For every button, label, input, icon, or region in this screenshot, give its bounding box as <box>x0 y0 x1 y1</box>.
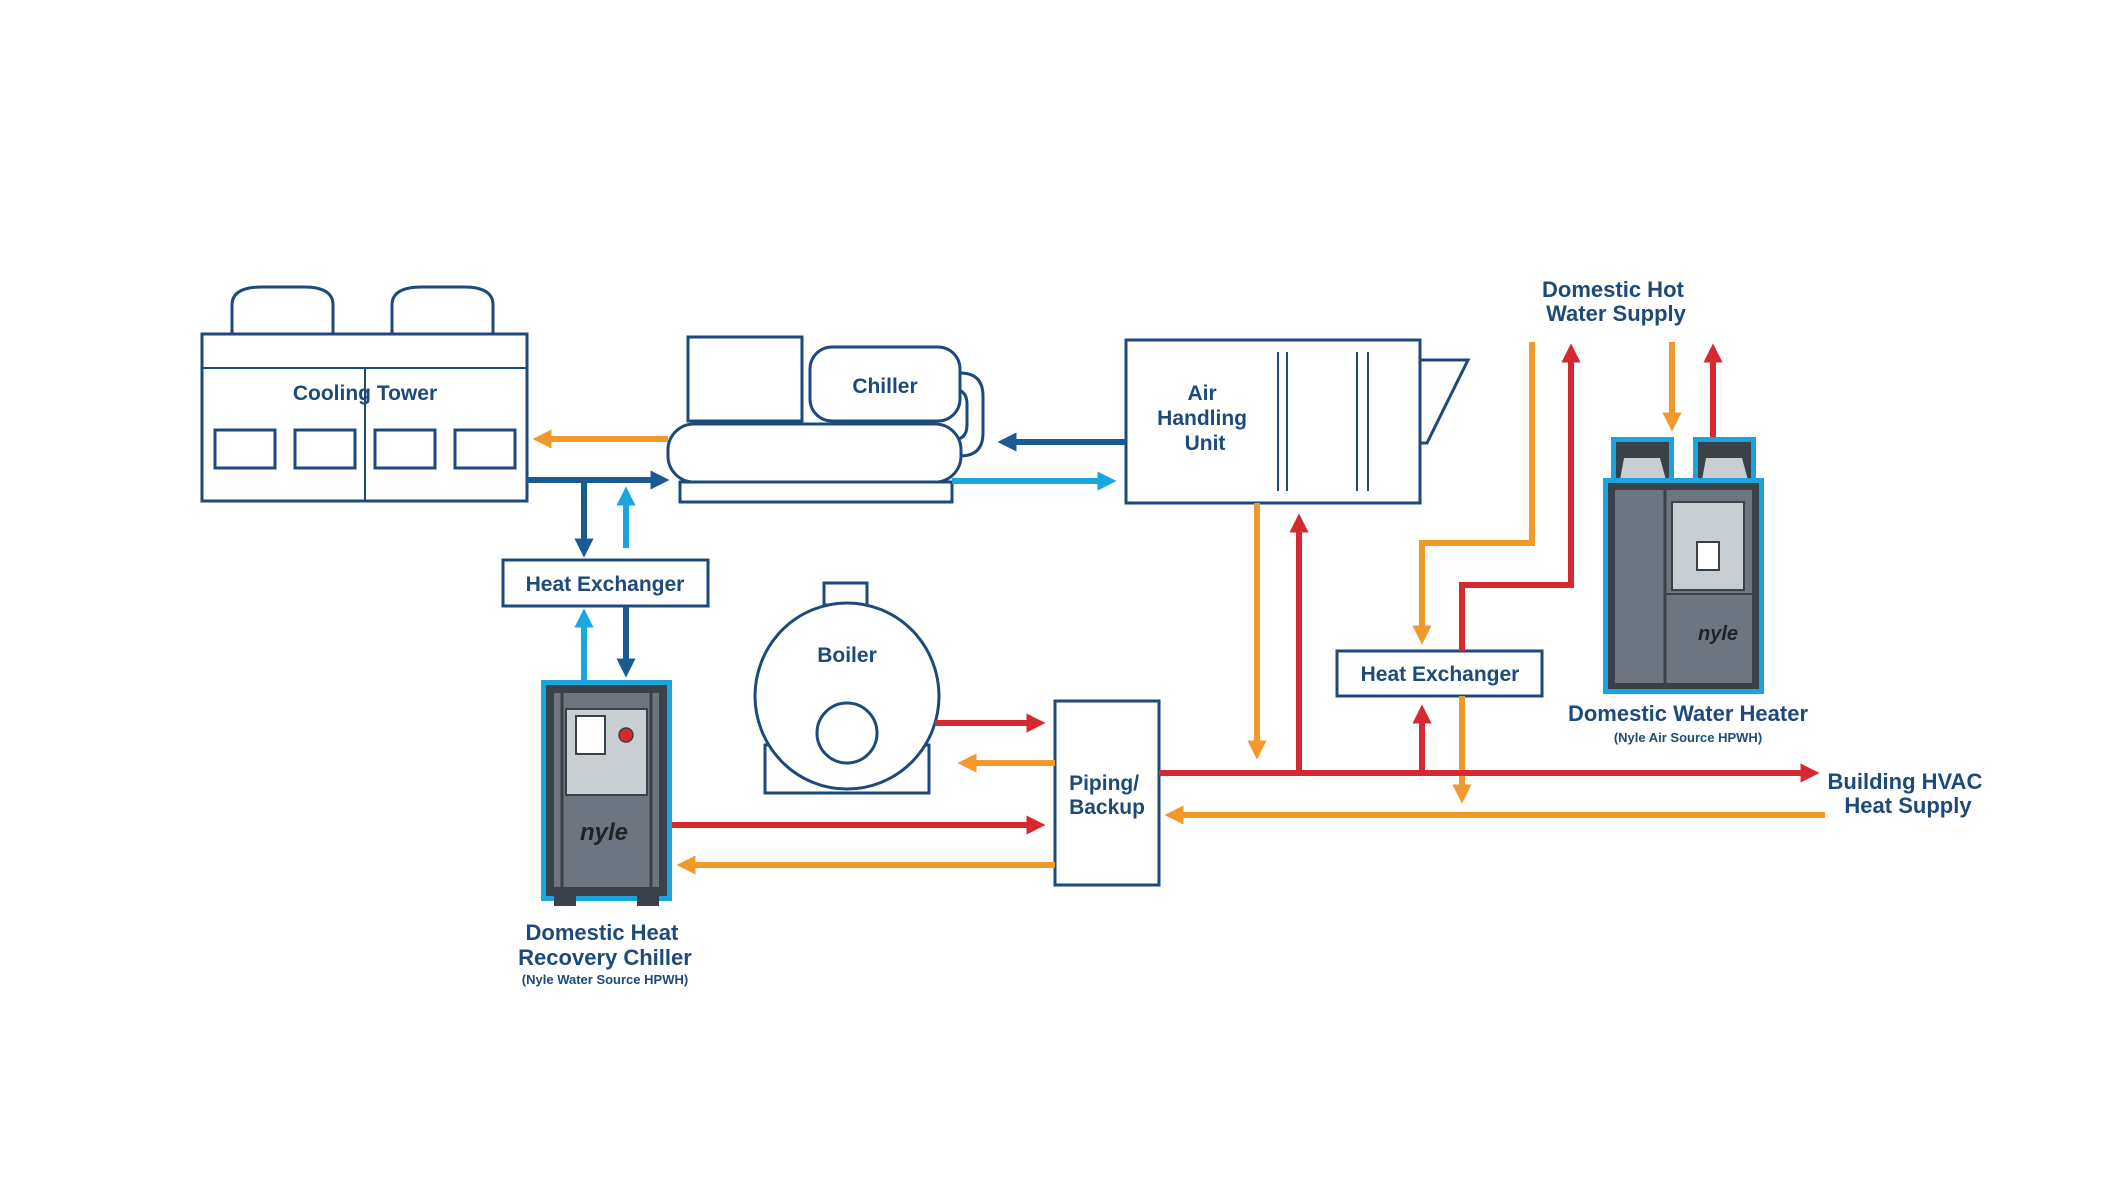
chiller: Chiller <box>666 335 985 504</box>
boiler-label: Boiler <box>817 644 877 667</box>
piping-backup: Piping/ Backup <box>1053 699 1161 887</box>
piping-label-line-1: Piping/ <box>1069 772 1139 795</box>
hrc-brand-logo: nyle <box>580 819 628 846</box>
ahu-label-line-3: Unit <box>1185 432 1226 455</box>
cooling-tower: Cooling Tower <box>200 285 529 503</box>
chiller-label: Chiller <box>852 375 917 398</box>
dwh-brand-logo: nyle <box>1698 623 1738 645</box>
heat-exchanger-left: Heat Exchanger <box>501 558 710 608</box>
domestic-hot-water-supply-label: Domestic Hot Water Supply <box>1542 277 1690 326</box>
ahu-label-line-1: Air <box>1187 382 1216 405</box>
building-hvac-heat-supply-label: Building HVAC Heat Supply <box>1828 769 1989 818</box>
hrc-label-line-2: Recovery Chiller <box>518 945 692 970</box>
domestic-water-heater-sublabel: (Nyle Air Source HPWH) <box>1614 730 1762 745</box>
piping-label-line-2: Backup <box>1069 796 1145 819</box>
heat-recovery-chiller-unit: nyle <box>541 680 672 906</box>
dhw-label-line-2: Water Supply <box>1546 301 1687 326</box>
heat-recovery-chiller-label: Domestic Heat Recovery Chiller <box>518 920 692 970</box>
ahu-label: Air Handling Unit <box>1157 382 1253 455</box>
cooling-tower-label: Cooling Tower <box>293 382 437 405</box>
piping-backup-label: Piping/ Backup <box>1069 772 1145 819</box>
boiler: Boiler <box>753 581 941 795</box>
hvac-label-line-2: Heat Supply <box>1844 793 1972 818</box>
heat-recovery-chiller-sublabel: (Nyle Water Source HPWH) <box>522 972 688 987</box>
heat-exchanger-left-label: Heat Exchanger <box>526 573 685 596</box>
heat-exchanger-right: Heat Exchanger <box>1335 649 1544 698</box>
domestic-water-heater-label: Domestic Water Heater <box>1568 701 1808 726</box>
air-handling-unit: Air Handling Unit <box>1124 338 1471 505</box>
hrc-label-line-1: Domestic Heat <box>526 920 680 945</box>
status-light-icon <box>618 727 634 743</box>
ahu-label-line-2: Handling <box>1157 407 1247 430</box>
heat-exchanger-right-label: Heat Exchanger <box>1361 663 1520 686</box>
hvac-label-line-1: Building HVAC <box>1828 769 1983 794</box>
domestic-water-heater-unit: nyle <box>1603 437 1764 694</box>
dhw-label-line-1: Domestic Hot <box>1542 277 1684 302</box>
pipes <box>527 342 1825 875</box>
